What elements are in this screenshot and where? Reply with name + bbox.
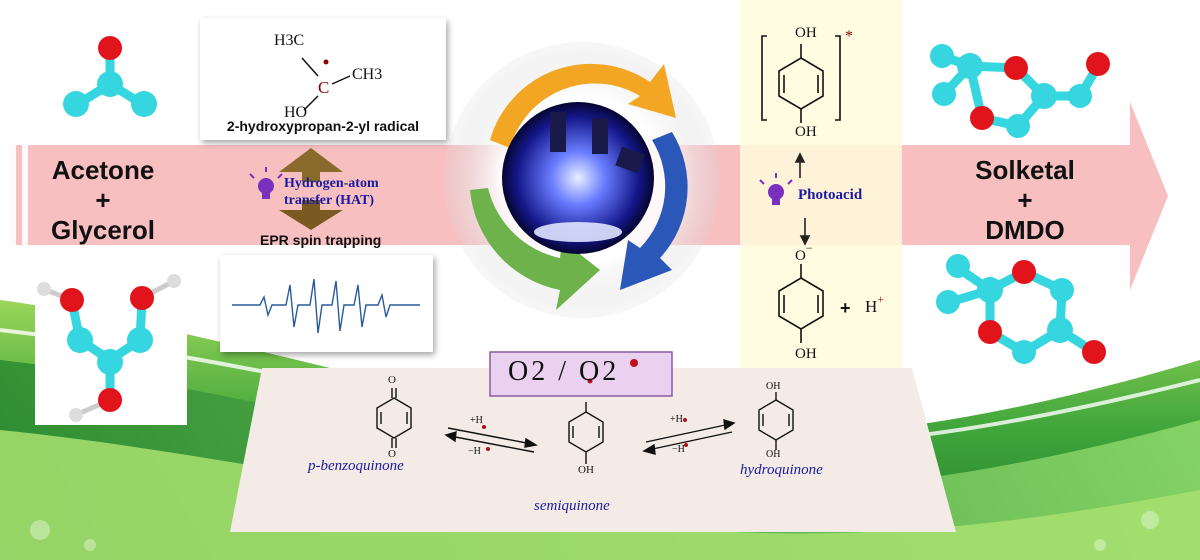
superoxide-radical-dot (630, 359, 638, 367)
photoacid-panel (740, 0, 902, 395)
excited-hydroquinone-structure (761, 35, 841, 123)
radical-dot (482, 425, 486, 429)
radical-structure (301, 57, 351, 111)
glycerol-label: Glycerol (50, 215, 156, 245)
ch3-label: CH3 (352, 66, 383, 83)
radical-dot (683, 418, 687, 422)
hq-oh-bottom: OH (766, 449, 781, 460)
phenolate-o: O (795, 248, 806, 264)
lightbulb-icon (759, 173, 793, 205)
radical-dot (587, 378, 593, 384)
h3c-label: H3C (274, 32, 305, 49)
radical-caption: 2-hydroxypropan-2-yl radical (226, 118, 420, 134)
droplet (84, 539, 96, 551)
phenolate-structure (778, 264, 824, 343)
oh-bottom2-label: OH (795, 346, 817, 362)
solketal-label: Solketal (975, 155, 1075, 185)
radical-carbon-label: C (318, 78, 330, 97)
reactants-label: Acetone + Glycerol (38, 155, 168, 245)
redox-arrows-right (642, 419, 736, 455)
o-minus-label: O− (795, 241, 813, 265)
hat-arrow-up-shaft (302, 170, 320, 182)
photoacid-label: Photoacid (798, 187, 863, 203)
oh-bottom-label: OH (795, 124, 817, 140)
reactor-neck (592, 118, 608, 154)
phenolate-charge: − (805, 241, 813, 255)
semiquinone-label: semiquinone (534, 498, 610, 514)
bq-o-bottom: O (388, 448, 396, 460)
glycerol-molecule (37, 274, 181, 422)
right-forward-label: +H (670, 414, 683, 425)
oh-top-label: OH (795, 25, 817, 41)
o2-superoxide-label: O2 / O2 (508, 356, 620, 387)
cycle-arrow-green (470, 188, 600, 310)
sq-oh-label: OH (578, 464, 594, 476)
products-plus: + (1017, 185, 1033, 215)
hydroquinone-structure (758, 392, 794, 450)
solketal-molecule (930, 44, 1110, 138)
droplet (30, 520, 50, 540)
hat-label: Hydrogen-atom transfer (HAT) (284, 175, 379, 209)
right-reverse-label: −H (672, 444, 685, 455)
proton-charge: + (877, 292, 885, 306)
photoacid-plus: + (840, 298, 851, 318)
semiquinone-structure (568, 402, 604, 464)
arrow-stripe (10, 145, 16, 245)
hat-arrow-down-shaft (302, 200, 320, 212)
hydroquinone-label: hydroquinone (740, 462, 823, 478)
cycle-arrow-orange (490, 63, 676, 148)
hat-line2: transfer (HAT) (284, 193, 375, 208)
reactor-light (534, 222, 622, 242)
reactor-neck (550, 112, 566, 152)
lightbulb-icon (249, 167, 283, 199)
dmdo-molecule (936, 254, 1106, 364)
hq-oh-top: OH (766, 381, 781, 392)
photoacid-equilibrium-arrows (794, 152, 811, 246)
epr-caption: EPR spin trapping (260, 232, 382, 248)
droplet (1141, 511, 1159, 529)
hat-line1: Hydrogen-atom (284, 176, 379, 191)
cycle-arrow-blue (620, 132, 688, 290)
benzoquinone-structure (376, 388, 412, 448)
hat-arrow-down (279, 210, 343, 230)
ho-label: HO (284, 104, 308, 121)
reactants-plus: + (95, 185, 111, 215)
radical-card: H3C C CH3 HO 2-hydroxypropan-2-yl radica… (200, 18, 446, 140)
droplet (1094, 539, 1106, 551)
products-label: Solketal + DMDO (955, 155, 1095, 245)
acetone-molecule (63, 36, 157, 117)
epr-spectrum-card (220, 255, 433, 352)
excited-state-star: * (845, 28, 853, 45)
hat-arrow-up (279, 148, 343, 172)
benzoquinone-label: p-benzoquinone (308, 458, 404, 474)
dmdo-label: DMDO (985, 215, 1065, 245)
radical-dot (486, 447, 490, 451)
left-reverse-label: −H (468, 446, 481, 457)
photoreactor-image (502, 102, 654, 254)
o2-label-box (489, 351, 673, 397)
reactor-clamp (615, 146, 645, 174)
redox-arrows-left (444, 427, 538, 453)
radical-dot (684, 443, 688, 447)
epr-spectrum (232, 278, 420, 334)
proton-label: H+ (865, 292, 884, 317)
acetone-label: Acetone (51, 155, 155, 185)
bq-o-top: O (388, 374, 396, 386)
proton-h: H (865, 297, 878, 316)
arrow-stripe (22, 145, 28, 245)
left-forward-label: +H (470, 415, 483, 426)
